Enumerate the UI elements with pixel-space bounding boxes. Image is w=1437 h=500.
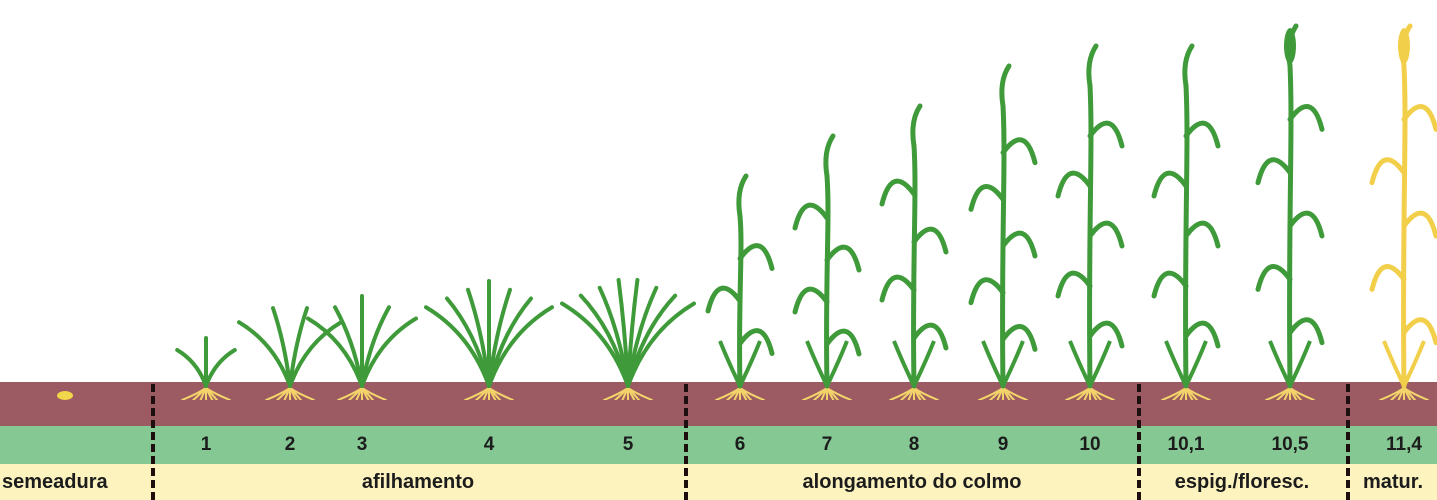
phase-label-semeadura: semeadura xyxy=(2,468,142,496)
phase-label-espigamento: espig./floresc. xyxy=(1141,468,1343,496)
stage-number: 10,5 xyxy=(1260,431,1320,459)
wheat-plant-icon xyxy=(1154,46,1218,400)
stage-number: 10 xyxy=(1060,431,1120,459)
wheat-plant-icon xyxy=(1258,26,1322,400)
stage-number: 6 xyxy=(710,431,770,459)
stage-number: 3 xyxy=(332,431,392,459)
wheat-plant-icon xyxy=(1058,46,1122,400)
phase-label-alongamento: alongamento do colmo xyxy=(690,468,1134,496)
phase-divider xyxy=(151,384,155,500)
stage-number: 4 xyxy=(459,431,519,459)
stage-number: 2 xyxy=(260,431,320,459)
wheat-plant-icon xyxy=(562,280,694,400)
stage-number: 9 xyxy=(973,431,1033,459)
wheat-plant-icon xyxy=(1372,26,1436,400)
wheat-plant-icon xyxy=(308,296,416,400)
stage-number: 8 xyxy=(884,431,944,459)
roots-icon xyxy=(266,388,314,400)
wheat-plant-icon xyxy=(882,106,946,400)
wheat-plant-icon xyxy=(795,136,859,400)
stage-number: 1 xyxy=(176,431,236,459)
wheat-plant-icon xyxy=(708,176,772,400)
roots-icon xyxy=(979,388,1027,400)
roots-icon xyxy=(1266,388,1314,400)
roots-icon xyxy=(716,388,764,400)
wheat-plants-illustration xyxy=(0,0,1437,400)
roots-icon xyxy=(604,388,652,400)
roots-icon xyxy=(338,388,386,400)
roots-icon xyxy=(1162,388,1210,400)
stage-number: 10,1 xyxy=(1156,431,1216,459)
wheat-plant-icon xyxy=(971,66,1035,400)
stage-number: 11,4 xyxy=(1374,431,1434,459)
wheat-plant-icon xyxy=(177,338,235,400)
phase-label-afilhamento: afilhamento xyxy=(156,468,680,496)
wheat-ear-icon xyxy=(1284,28,1296,64)
roots-icon xyxy=(1380,388,1428,400)
phase-divider xyxy=(684,384,688,500)
roots-icon xyxy=(890,388,938,400)
phase-label-maturacao: matur. xyxy=(1350,468,1436,496)
roots-icon xyxy=(803,388,851,400)
wheat-ear-icon xyxy=(1398,28,1410,64)
roots-icon xyxy=(182,388,230,400)
wheat-plant-icon xyxy=(239,308,341,400)
wheat-plant-icon xyxy=(426,281,552,400)
stage-number: 7 xyxy=(797,431,857,459)
roots-icon xyxy=(465,388,513,400)
roots-icon xyxy=(1066,388,1114,400)
stage-number: 5 xyxy=(598,431,658,459)
